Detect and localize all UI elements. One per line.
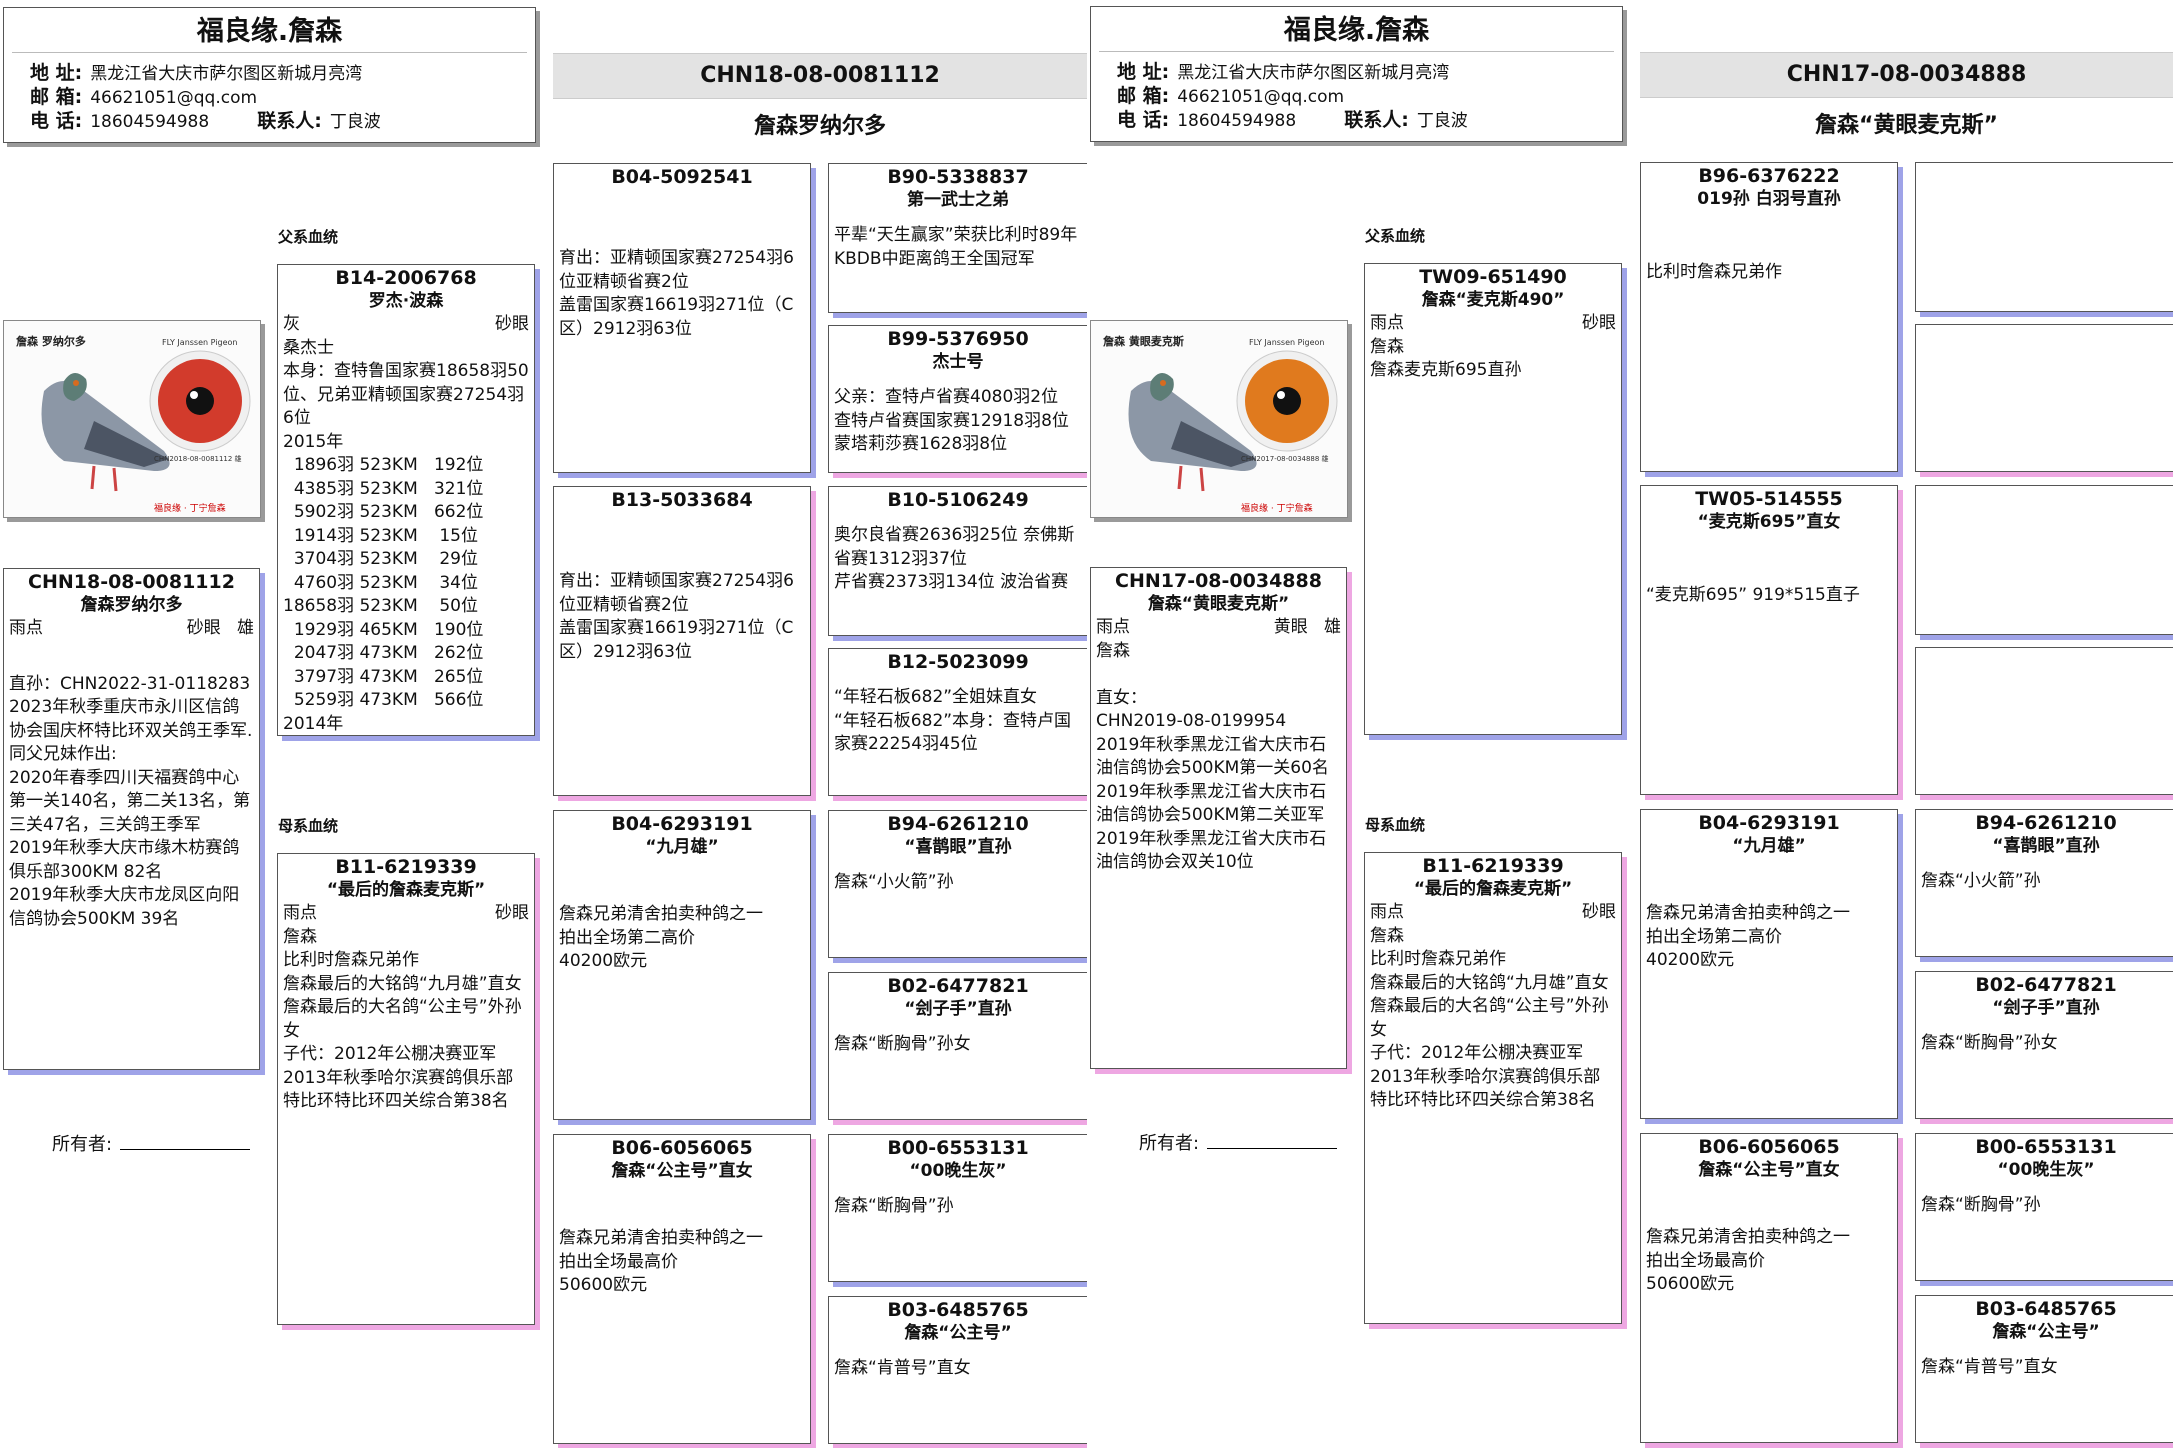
pedigree-sheet-1: 福良缘.詹森 地 址:黑龙江省大庆市萨尔图区新城月亮湾 邮 箱:46621051… (3, 7, 1087, 1444)
pedigree-sheet-2: 福良缘.詹森 地 址:黑龙江省大庆市萨尔图区新城月亮湾 邮 箱:46621051… (1087, 0, 2173, 1448)
great-grandparent-card: B02-6477821“刽子手”直孙詹森“断胸骨”孙女 (1915, 971, 2173, 1119)
band-id-banner: CHN18-08-0081112 (553, 53, 1087, 99)
pigeon-eye-and-body-image: 詹森 黄眼麦克斯 FLY Janssen Pigeon CHN2017-08-0… (1091, 321, 1347, 517)
subject-color: 雨点 (9, 618, 43, 638)
subject-id: CHN17-08-0034888 (1115, 570, 1322, 592)
breeder-header: 福良缘.詹森 地 址:黑龙江省大庆市萨尔图区新城月亮湾 邮 箱:46621051… (3, 7, 536, 143)
breeder-header: 福良缘.詹森 地 址:黑龙江省大庆市萨尔图区新城月亮湾 邮 箱:46621051… (1090, 6, 1623, 142)
photo-caption: 詹森 罗纳尔多 (16, 334, 86, 348)
pigeon-name-banner: 詹森“黄眼麦克斯” (1815, 113, 1998, 138)
sire-card: B14-2006768 罗杰·波森 灰砂眼 桑杰士 本身：查特鲁国家赛18658… (277, 264, 535, 736)
subject-card: CHN17-08-0034888 詹森“黄眼麦克斯” 雨点 黄眼 雄 詹森 直女：… (1090, 567, 1347, 1069)
address-row: 地 址:黑龙江省大庆市萨尔图区新城月亮湾 (30, 62, 363, 84)
grandparent-card: TW05-514555“麦克斯695”直女 “麦克斯695” 919*515直子 (1640, 485, 1898, 795)
great-grandparent-card: B00-6553131“00晚生灰”詹森“断胸骨”孙 (828, 1134, 1087, 1282)
pigeon-photo: 詹森 罗纳尔多 FLY Janssen Pigeon CHN2018-08-00… (3, 320, 261, 518)
photo-brand: FLY Janssen Pigeon (1249, 338, 1324, 347)
grandparent-card: B04-6293191“九月雄” 詹森兄弟清舍拍卖种鸽之一 拍出全场第二高价 4… (553, 810, 811, 1120)
owner-field: 所有者: (52, 1130, 251, 1156)
great-grandparent-card (1915, 162, 2173, 312)
dam-card: B11-6219339 “最后的詹森麦克斯” 雨点砂眼 詹森 比利时詹森兄弟作 … (1364, 852, 1622, 1324)
photo-ring: CHN2017-08-0034888 雄 (1241, 454, 1329, 463)
pigeon-eye-and-body-image: 詹森 罗纳尔多 FLY Janssen Pigeon CHN2018-08-00… (4, 321, 260, 517)
subject-id: CHN18-08-0081112 (28, 571, 235, 593)
grandparent-card: B04-5092541 育出：亚精顿国家赛27254羽6位亚精顿省赛2位 盖雷国… (553, 163, 811, 473)
email-row: 邮 箱:46621051@qq.com (30, 86, 258, 108)
subject-eye: 砂眼 (186, 618, 221, 638)
subject-sex: 雄 (1324, 617, 1341, 637)
breeder-title: 福良缘.詹森 (1099, 11, 1614, 52)
grandparent-card: B13-5033684 育出：亚精顿国家赛27254羽6位亚精顿省赛2位 盖雷国… (553, 486, 811, 796)
grandparent-card: B04-6293191“九月雄” 詹森兄弟清舍拍卖种鸽之一 拍出全场第二高价 4… (1640, 809, 1898, 1119)
sire-section-label: 父系血统 (1365, 227, 1426, 245)
subject-notes: 直孙：CHN2022-31-0118283 2023年秋季重庆市永川区信鸽协会国… (9, 673, 253, 929)
great-grandparent-card (1915, 324, 2173, 472)
subject-eye: 黄眼 (1273, 617, 1308, 637)
great-grandparent-card (1915, 647, 2173, 795)
subject-notes: 詹森 直女： CHN2019-08-0199954 2019年秋季黑龙江省大庆市… (1096, 640, 1329, 873)
subject-name: 詹森“黄眼麦克斯” (1147, 594, 1290, 614)
owner-line (120, 1135, 251, 1150)
great-grandparent-card: B94-6261210“喜鹊眼”直孙詹森“小火箭”孙 (828, 810, 1087, 958)
dam-card: B11-6219339 “最后的詹森麦克斯” 雨点砂眼 詹森 比利时詹森兄弟作 … (277, 853, 535, 1325)
photo-brand: FLY Janssen Pigeon (162, 338, 237, 347)
great-grandparent-card: B00-6553131“00晚生灰”詹森“断胸骨”孙 (1915, 1133, 2173, 1281)
subject-attrs: 雨点 黄眼 雄 (1091, 616, 1346, 640)
photo-caption: 詹森 黄眼麦克斯 (1103, 334, 1184, 348)
email-row: 邮 箱:46621051@qq.com (1117, 85, 1345, 107)
sire-section-label: 父系血统 (278, 228, 339, 246)
great-grandparent-card (1915, 485, 2173, 635)
owner-line (1207, 1134, 1338, 1149)
sire-card: TW09-651490 詹森“麦克斯490” 雨点砂眼 詹森 詹森麦克斯695直… (1364, 263, 1622, 735)
subject-color: 雨点 (1096, 617, 1130, 637)
subject-attrs: 雨点 砂眼 雄 (4, 617, 259, 641)
great-grandparent-card: B94-6261210“喜鹊眼”直孙詹森“小火箭”孙 (1915, 809, 2173, 957)
pigeon-photo: 詹森 黄眼麦克斯 FLY Janssen Pigeon CHN2017-08-0… (1090, 320, 1348, 518)
great-grandparent-card: B02-6477821“刽子手”直孙詹森“断胸骨”孙女 (828, 972, 1087, 1120)
owner-field: 所有者: (1139, 1129, 1338, 1155)
subject-sex: 雄 (237, 618, 254, 638)
great-grandparent-card: B12-5023099“年轻石板682”全姐妹直女 “年轻石板682”本身：查特… (828, 648, 1087, 796)
dam-section-label: 母系血统 (1365, 816, 1426, 834)
breeder-title: 福良缘.詹森 (12, 12, 527, 53)
address-row: 地 址:黑龙江省大庆市萨尔图区新城月亮湾 (1117, 61, 1450, 83)
photo-ring: CHN2018-08-0081112 雄 (154, 454, 242, 463)
subject-card: CHN18-08-0081112 詹森罗纳尔多 雨点 砂眼 雄 直孙：CHN202… (3, 568, 260, 1070)
dam-section-label: 母系血统 (278, 817, 339, 835)
photo-footer: 福良缘 · 丁宁詹森 (1241, 502, 1313, 514)
subject-name: 詹森罗纳尔多 (80, 595, 183, 615)
photo-footer: 福良缘 · 丁宁詹森 (154, 502, 226, 514)
pigeon-name-banner: 詹森罗纳尔多 (753, 114, 886, 139)
band-id-banner: CHN17-08-0034888 (1640, 52, 2173, 98)
